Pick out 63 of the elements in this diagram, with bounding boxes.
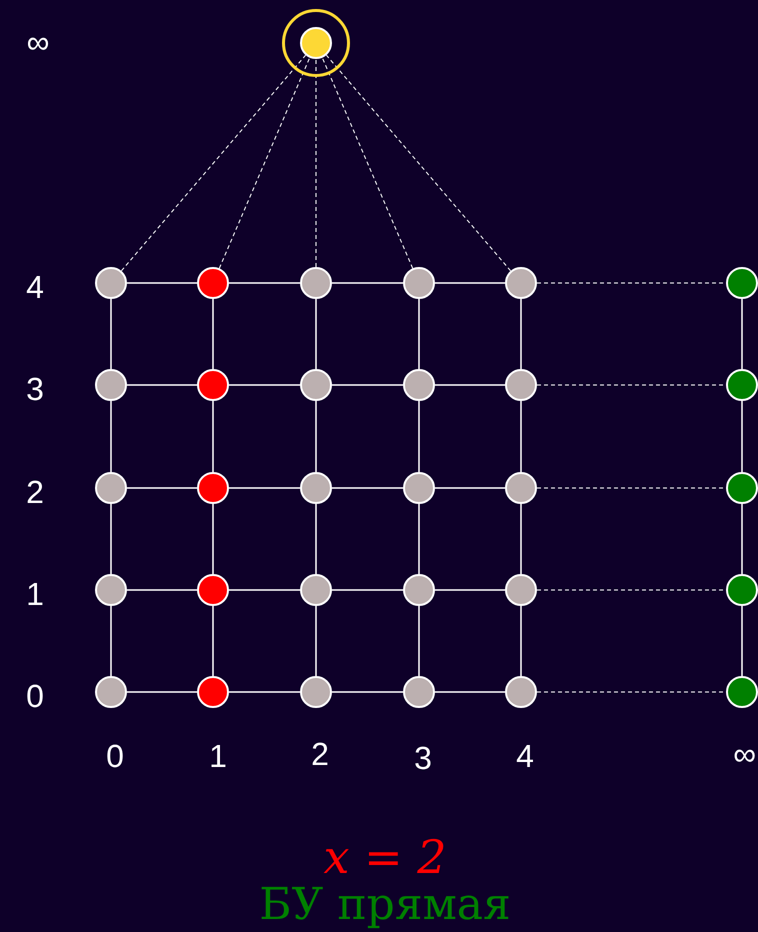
axis-label: ∞	[26, 26, 50, 58]
grid-line	[741, 401, 743, 472]
grid-line	[127, 691, 197, 693]
highlight-ring	[282, 9, 350, 77]
dashed-line	[218, 57, 310, 269]
axis-label: 2	[311, 738, 329, 770]
grid-line	[520, 606, 522, 676]
grid-line	[418, 299, 420, 369]
equation-text: x = 2	[324, 834, 446, 880]
grid-line	[435, 487, 505, 489]
dashed-line	[326, 54, 512, 272]
grid-line	[127, 282, 197, 284]
grid-line	[315, 504, 317, 574]
axis-label: 2	[26, 476, 44, 508]
grid-line	[435, 282, 505, 284]
grid-line	[332, 589, 403, 591]
grid-line	[520, 299, 522, 369]
grid-line	[332, 487, 403, 489]
grid-line	[110, 299, 112, 369]
grid-line	[741, 504, 743, 574]
grid-line	[435, 589, 505, 591]
grid-line	[315, 401, 317, 472]
grid-line	[229, 384, 300, 386]
grid-line	[520, 504, 522, 574]
dashed-line	[120, 54, 306, 272]
axis-label: 3	[414, 742, 432, 774]
axis-label: 1	[209, 740, 227, 772]
grid-line	[127, 589, 197, 591]
axis-label: 1	[26, 578, 44, 610]
grid-line	[418, 401, 420, 472]
grid-line	[229, 691, 300, 693]
axis-label: 0	[26, 680, 44, 712]
grid-line	[435, 691, 505, 693]
axis-label: 0	[106, 740, 124, 772]
caption-text: БУ прямая	[259, 883, 511, 927]
grid-line	[212, 401, 214, 472]
grid-line	[418, 504, 420, 574]
grid-line	[332, 691, 403, 693]
grid-line	[315, 606, 317, 676]
grid-line	[127, 487, 197, 489]
grid-line	[315, 299, 317, 369]
grid-line	[127, 384, 197, 386]
grid-line	[229, 487, 300, 489]
axis-label: ∞	[733, 738, 756, 770]
grid-line	[110, 606, 112, 676]
grid-line	[212, 504, 214, 574]
grid-line	[110, 504, 112, 574]
grid-line	[741, 606, 743, 676]
grid-line	[418, 606, 420, 676]
grid-line	[110, 401, 112, 472]
grid-line	[332, 282, 403, 284]
axis-label: 4	[26, 271, 44, 303]
grid-line	[332, 384, 403, 386]
grid-line	[520, 401, 522, 472]
grid-line	[229, 589, 300, 591]
grid-line	[435, 384, 505, 386]
dashed-line	[322, 57, 414, 269]
grid-line	[212, 299, 214, 369]
axis-label: 3	[26, 373, 44, 405]
grid-line	[212, 606, 214, 676]
axis-label: 4	[516, 740, 534, 772]
grid-line	[741, 299, 743, 369]
grid-line	[229, 282, 300, 284]
